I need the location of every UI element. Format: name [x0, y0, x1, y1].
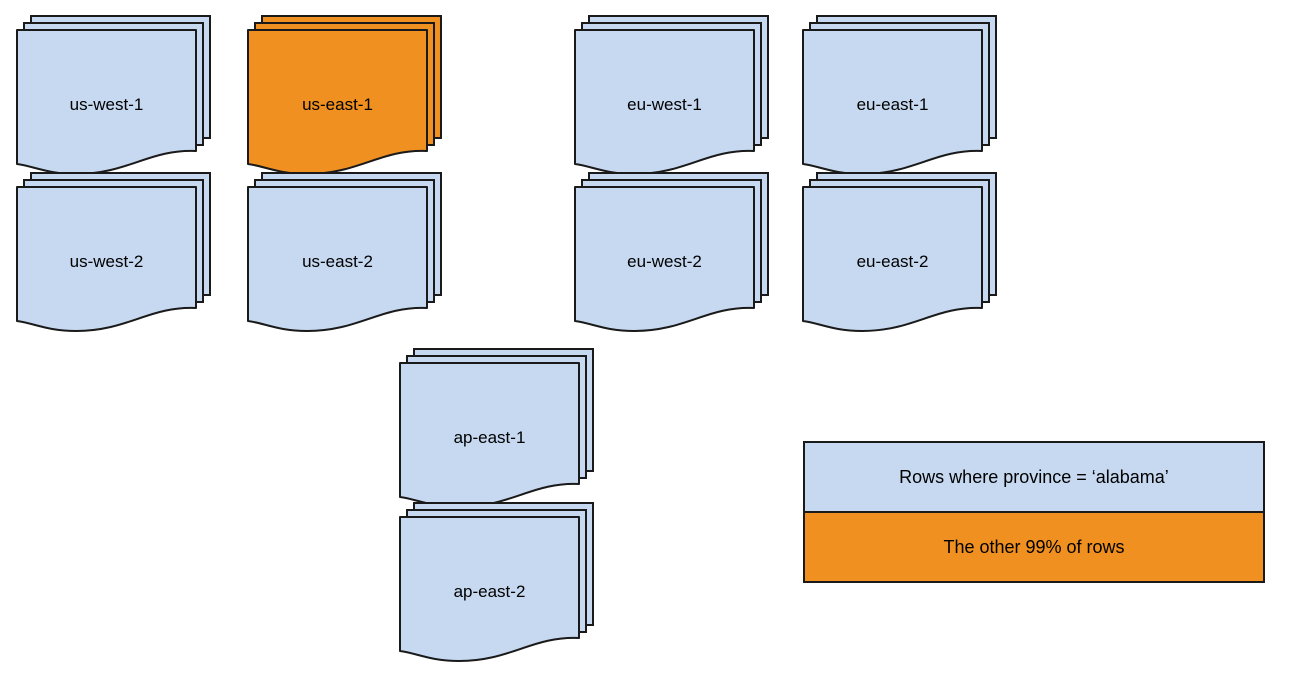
document-stack-shape — [574, 15, 769, 175]
stack-label-us-east-2: us-east-2 — [302, 252, 373, 271]
document-sheet-front — [16, 186, 197, 332]
document-stack[interactable]: eu-east-1 — [801, 14, 998, 178]
legend-label-orange: The other 99% of rows — [943, 536, 1125, 557]
document-stack[interactable]: eu-west-1 — [573, 14, 770, 178]
document-stack[interactable]: eu-west-2 — [573, 171, 770, 335]
document-stack[interactable]: us-east-1 — [246, 14, 443, 178]
stack-label-ap-east-2: ap-east-2 — [453, 582, 526, 601]
document-stack-shape — [247, 15, 442, 175]
document-stack-shape — [16, 172, 211, 332]
stack-label-eu-west-2: eu-west-2 — [627, 252, 702, 271]
document-sheet-front — [247, 186, 428, 332]
document-stack-shape — [247, 172, 442, 332]
document-stack-shape — [574, 172, 769, 332]
stack-label-ap-east-1: ap-east-1 — [453, 428, 526, 447]
stack-label-eu-east-1: eu-east-1 — [856, 95, 929, 114]
document-stack[interactable]: us-east-2 — [246, 171, 443, 335]
document-stack[interactable]: eu-east-2 — [801, 171, 998, 335]
document-stack-shape — [16, 15, 211, 175]
document-stack-shape — [399, 348, 594, 508]
document-sheet-front — [802, 186, 983, 332]
document-sheet-front — [399, 516, 580, 662]
stack-label-us-west-2: us-west-2 — [69, 252, 144, 271]
legend-row-orange: The other 99% of rows — [805, 513, 1263, 581]
stack-label-us-east-1: us-east-1 — [302, 95, 373, 114]
document-stack-shape — [399, 502, 594, 662]
document-stack[interactable]: ap-east-1 — [398, 347, 595, 511]
legend-row-blue: Rows where province = ‘alabama’ — [805, 443, 1263, 513]
document-stack[interactable]: us-west-2 — [15, 171, 212, 335]
document-stack-shape — [802, 15, 997, 175]
legend-label-blue: Rows where province = ‘alabama’ — [899, 466, 1169, 487]
document-sheet-front — [574, 186, 755, 332]
document-stack[interactable]: us-west-1 — [15, 14, 212, 178]
stack-label-eu-west-1: eu-west-1 — [627, 95, 702, 114]
stack-label-us-west-1: us-west-1 — [69, 95, 144, 114]
document-stack-shape — [802, 172, 997, 332]
stack-label-eu-east-2: eu-east-2 — [856, 252, 929, 271]
legend: Rows where province = ‘alabama’ The othe… — [803, 441, 1265, 583]
document-stack[interactable]: ap-east-2 — [398, 501, 595, 665]
